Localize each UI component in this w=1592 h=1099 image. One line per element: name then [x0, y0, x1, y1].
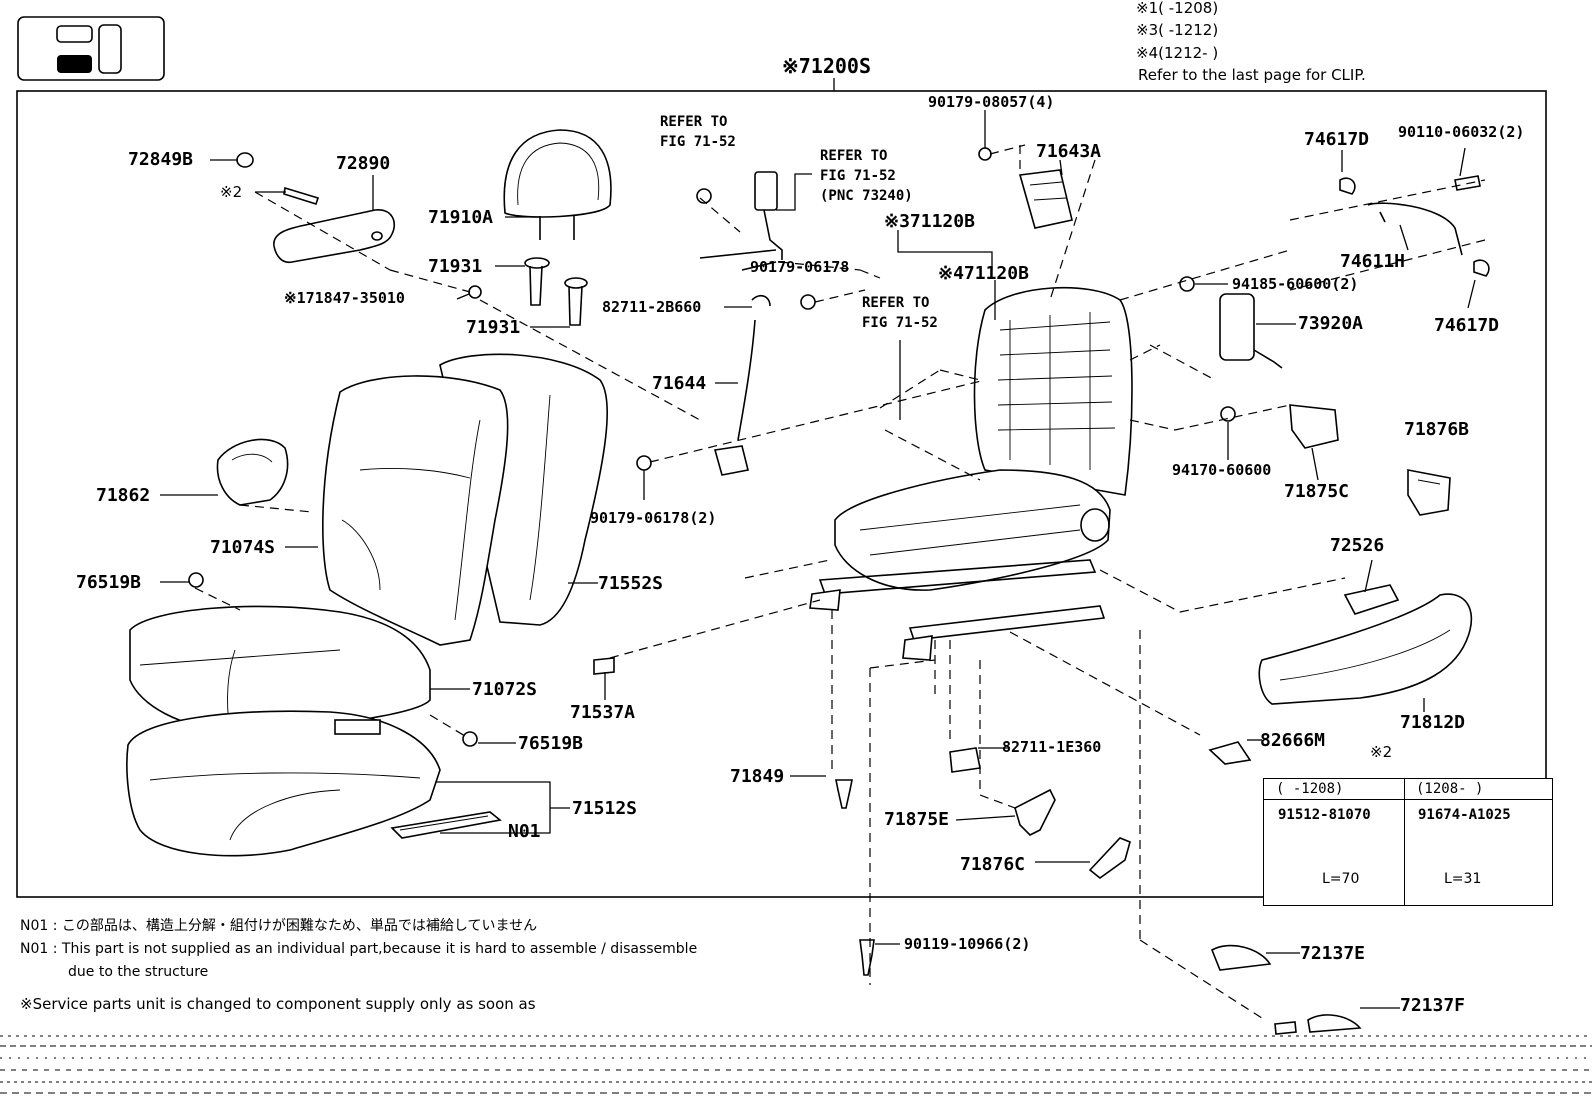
bolt-table-mark: ※2 — [1370, 743, 1393, 761]
footnote-4: ※4(1212- ) — [1136, 44, 1219, 62]
part-71910A[interactable]: 71910A — [428, 207, 494, 228]
seat-trim-drawings — [1258, 584, 1473, 705]
part-82711-1E360[interactable]: 82711-1E360 — [1002, 738, 1102, 756]
part-72137E[interactable]: 72137E — [1300, 943, 1366, 964]
part-71931-lower[interactable]: 71931 — [466, 317, 521, 338]
part-71812D[interactable]: 71812D — [1400, 712, 1466, 733]
part-82711-2B660[interactable]: 82711-2B660 — [602, 298, 702, 316]
part-71849[interactable]: 71849 — [730, 766, 785, 787]
part-90179-06178[interactable]: 90179-06178 — [750, 258, 850, 276]
part-71862[interactable]: 71862 — [96, 485, 151, 506]
scan-noise-strip — [0, 1035, 1592, 1094]
part-71875C[interactable]: 71875C — [1284, 481, 1350, 502]
part-71644[interactable]: 71644 — [652, 373, 707, 394]
note-n01-english-cont: due to the structure — [68, 964, 209, 980]
part-76519B-upper[interactable]: 76519B — [76, 572, 142, 593]
bolt-table: ( -1208) (1208- ) 91512-81070 91674-A102… — [1263, 778, 1553, 906]
part-73920A[interactable]: 73920A — [1298, 313, 1364, 334]
headrest-support-drawings — [524, 257, 588, 326]
diagram-frame — [16, 90, 1547, 898]
part-71512S[interactable]: 71512S — [572, 798, 638, 819]
part-471120B[interactable]: ※471120B — [938, 263, 1029, 284]
part-71643A[interactable]: 71643A — [1036, 141, 1102, 162]
part-72526[interactable]: 72526 — [1330, 535, 1385, 556]
footnote-1: ※1( -1208) — [1136, 0, 1219, 17]
lumbar-drawing — [978, 147, 1073, 229]
part-90179-06178-2[interactable]: 90179-06178(2) — [590, 509, 717, 527]
part-90110-06032[interactable]: 90110-06032(2) — [1398, 123, 1525, 141]
airbag-drawing — [1179, 276, 1283, 422]
bolt-table-col2-header: (1208- ) — [1416, 781, 1484, 797]
assist-grip-drawing — [1339, 175, 1490, 277]
clip-reference-note: Refer to the last page for CLIP. — [1138, 66, 1366, 84]
part-82666M[interactable]: 82666M — [1260, 730, 1326, 751]
part-71072S[interactable]: 71072S — [472, 679, 538, 700]
service-parts-note: ※Service parts unit is changed to compon… — [20, 995, 536, 1013]
side-shield-drawing — [216, 438, 289, 506]
seat-frame-drawing — [809, 286, 1133, 661]
seat-position-icon — [17, 16, 165, 81]
footnote-3: ※3( -1212) — [1136, 21, 1219, 39]
part-71074S[interactable]: 71074S — [210, 537, 276, 558]
part-94170-60600[interactable]: 94170-60600 — [1172, 461, 1272, 479]
bolt-table-col1-header: ( -1208) — [1276, 781, 1344, 797]
part-72849B[interactable]: 72849B — [128, 149, 194, 170]
part-71876B[interactable]: 71876B — [1404, 419, 1470, 440]
part-94185-60600[interactable]: 94185-60600(2) — [1232, 275, 1359, 293]
part-74617D-lower[interactable]: 74617D — [1434, 315, 1500, 336]
part-71931-upper[interactable]: 71931 — [428, 256, 483, 277]
part-N01[interactable]: N01 — [508, 821, 541, 842]
leader-lines — [160, 110, 1476, 1009]
part-72137F[interactable]: 72137F — [1400, 995, 1466, 1016]
part-71875E[interactable]: 71875E — [884, 809, 950, 830]
assembly-dashed-lines — [194, 144, 1486, 1021]
seat-back-cover-drawing — [322, 353, 608, 646]
part-171847-35010[interactable]: ※171847-35010 — [284, 289, 405, 307]
headrest-drawing — [503, 129, 612, 240]
part-76519B-lower[interactable]: 76519B — [518, 733, 584, 754]
note-mark-2: ※2 — [220, 183, 243, 201]
small-parts-drawings — [593, 657, 1362, 1035]
part-71876C[interactable]: 71876C — [960, 854, 1026, 875]
part-71552S[interactable]: 71552S — [598, 573, 664, 594]
side-cover-drawings — [1289, 404, 1451, 516]
part-74611H[interactable]: 74611H — [1340, 251, 1406, 272]
bolt-table-col1-length: L=70 — [1322, 871, 1360, 887]
part-371120B[interactable]: ※371120B — [884, 211, 975, 232]
note-n01-japanese: N01 : この部品は、構造上分解・組付けが困難なため、単品では補給していません — [20, 918, 538, 934]
part-74617D-upper[interactable]: 74617D — [1304, 129, 1370, 150]
bolt-table-col2-length: L=31 — [1444, 871, 1482, 887]
assembly-label[interactable]: ※71200S — [782, 54, 872, 78]
part-71537A[interactable]: 71537A — [570, 702, 636, 723]
part-90119-10966[interactable]: 90119-10966(2) — [904, 935, 1031, 953]
buckle-harness-drawing — [636, 171, 816, 476]
part-72890[interactable]: 72890 — [336, 153, 391, 174]
note-n01-english: N01 : This part is not supplied as an in… — [20, 941, 698, 957]
bolt-table-col1-part[interactable]: 91512-81070 — [1278, 807, 1371, 823]
bolt-table-col2-part[interactable]: 91674-A1025 — [1418, 807, 1511, 823]
part-90179-08057[interactable]: 90179-08057(4) — [928, 93, 1055, 111]
seat-cushion-drawing — [126, 572, 502, 857]
